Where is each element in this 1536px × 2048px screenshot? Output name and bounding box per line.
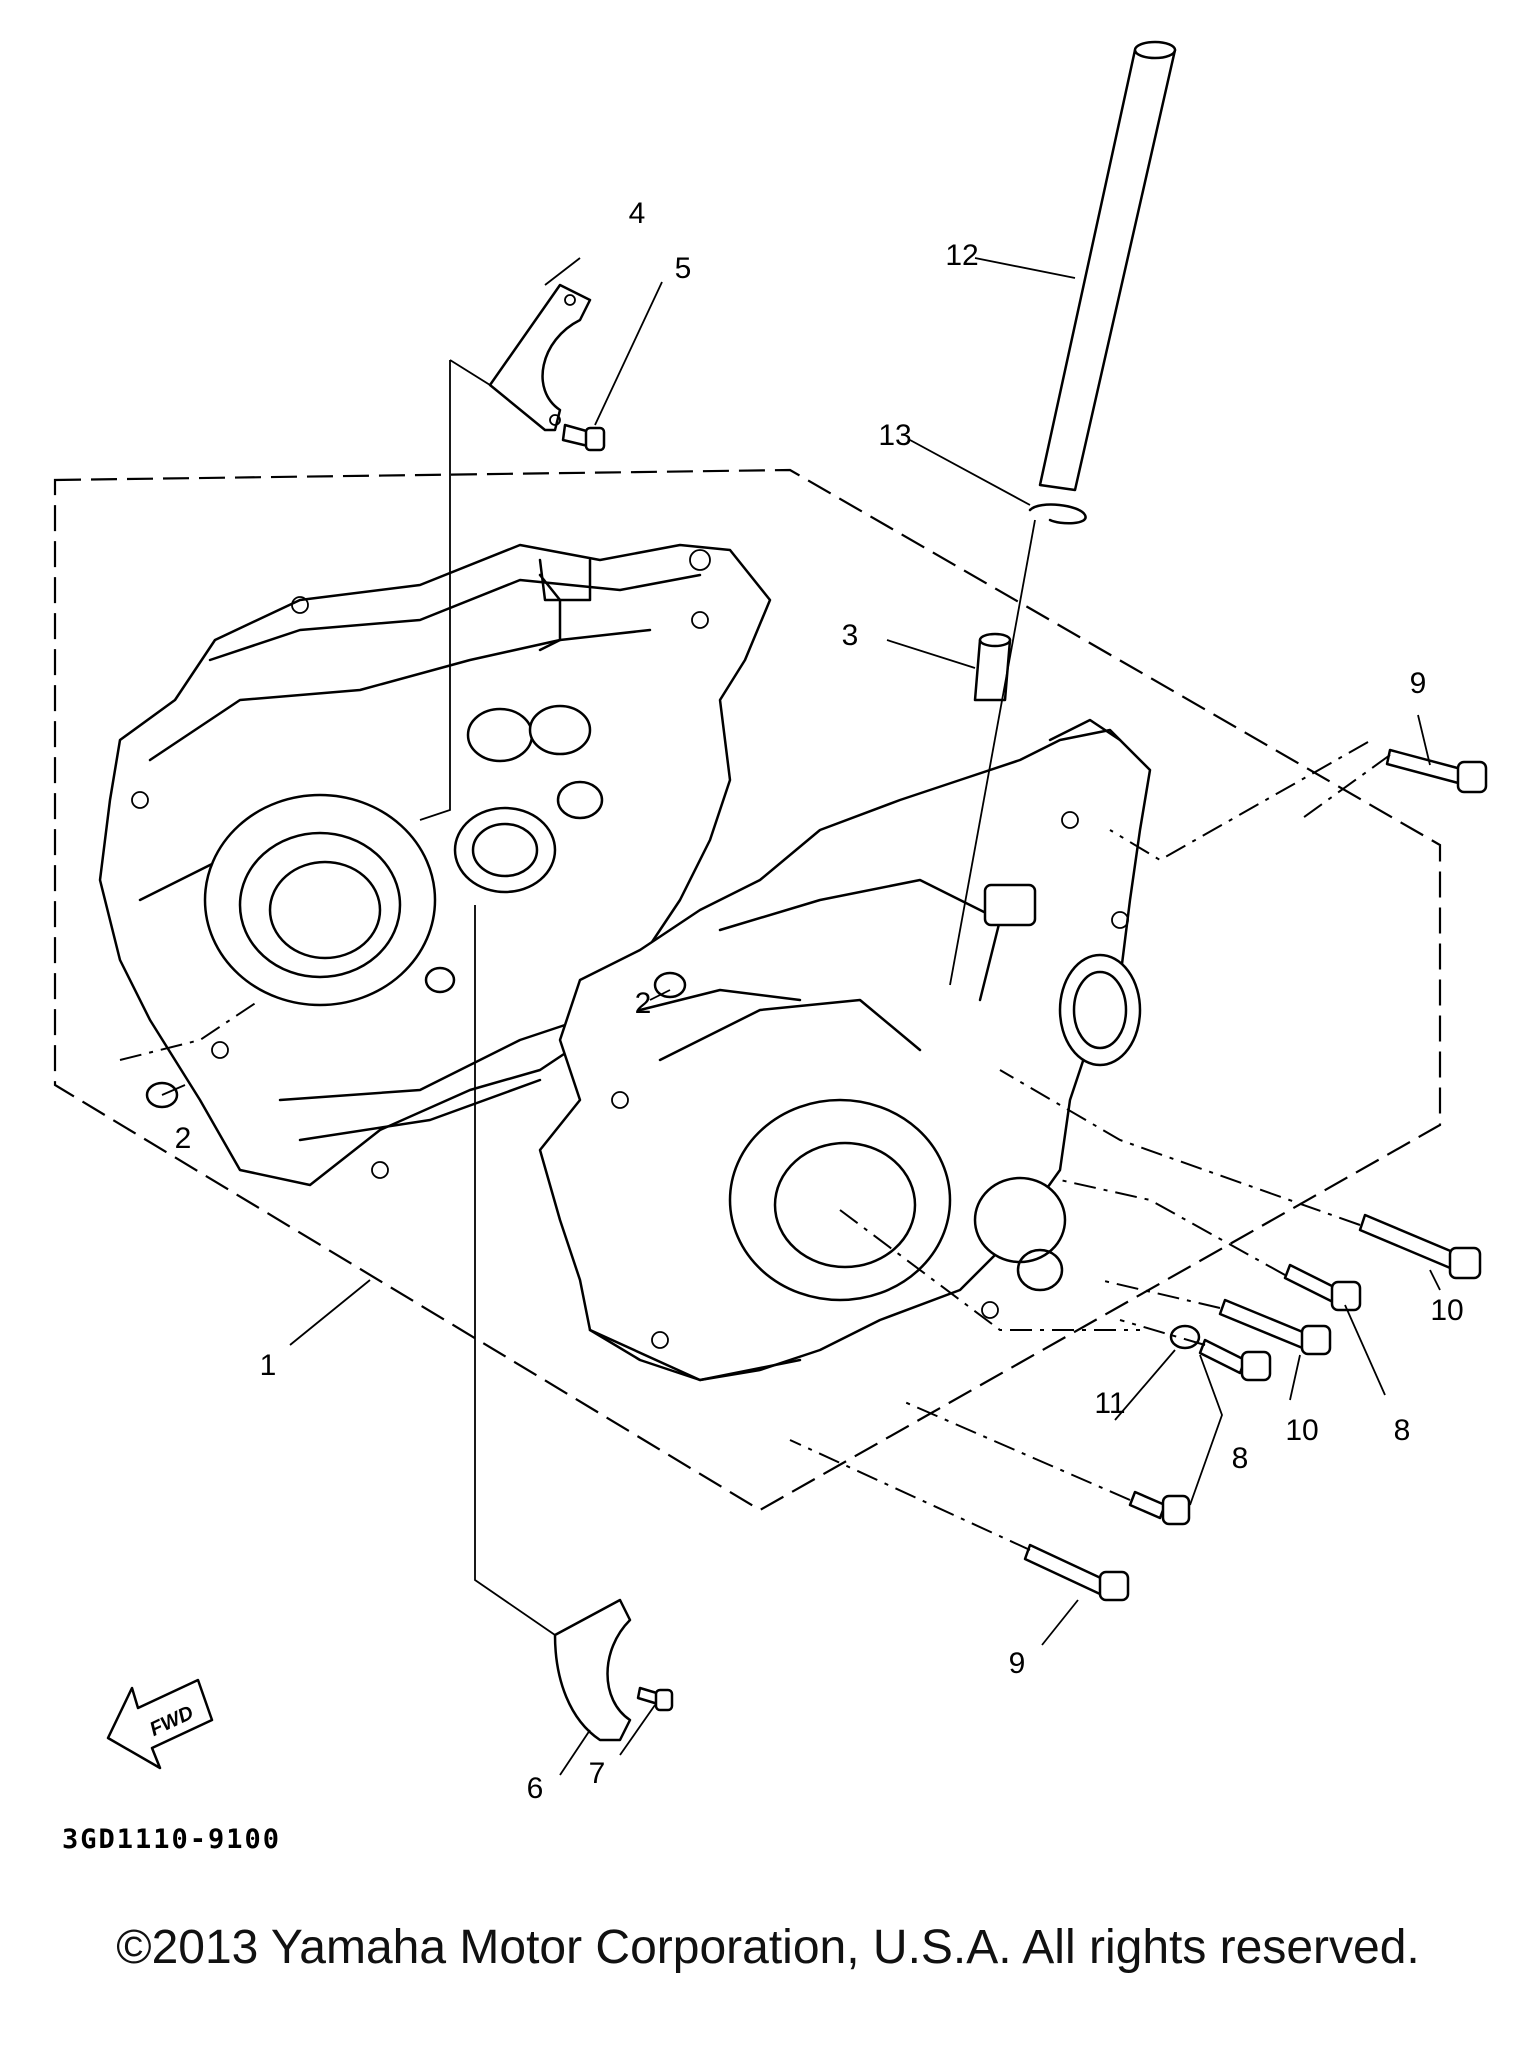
callout-2-center: 2 — [635, 987, 652, 1020]
part-7-screw — [636, 1686, 674, 1712]
forward-arrow-icon: FWD — [106, 1678, 214, 1770]
bolt-10-right — [1358, 1213, 1482, 1280]
bolt-8-upper — [1283, 1263, 1362, 1312]
callout-1: 1 — [260, 1349, 277, 1382]
bolt-9-lower — [1023, 1543, 1130, 1602]
callout-6: 6 — [527, 1772, 544, 1805]
part-11-washer — [1169, 1324, 1201, 1350]
leader-lines — [119, 257, 1441, 1776]
callout-7: 7 — [589, 1757, 606, 1790]
right-crankcase-half — [538, 718, 1152, 1382]
callout-9-lower: 9 — [1009, 1647, 1026, 1680]
callout-2-left: 2 — [175, 1122, 192, 1155]
bolt-10-middle — [1218, 1298, 1332, 1356]
callout-12: 12 — [945, 239, 978, 272]
assembly-boundary — [53, 468, 1442, 1512]
callout-3: 3 — [842, 619, 859, 652]
callout-5: 5 — [675, 252, 692, 285]
diagram-reference-code: 3GD1110-9100 — [62, 1824, 281, 1855]
bolt-9-upper — [1385, 748, 1488, 794]
part-2-dowel-center — [653, 971, 687, 999]
part-4-plate — [488, 283, 592, 432]
callout-8-middle: 8 — [1232, 1442, 1249, 1475]
callout-labels: 4 5 12 13 3 9 2 2 1 10 11 10 8 8 9 6 7 — [175, 197, 1464, 1805]
callout-11: 11 — [1094, 1387, 1125, 1420]
part-6-plate — [553, 1598, 632, 1742]
part-12-hose — [1038, 48, 1177, 492]
part-5-screw — [561, 423, 606, 452]
callout-9-upper: 9 — [1410, 667, 1427, 700]
callout-8-right: 8 — [1394, 1414, 1411, 1447]
callout-13: 13 — [878, 419, 911, 452]
bolt-8-lower — [1128, 1490, 1191, 1526]
callout-10-middle: 10 — [1285, 1414, 1318, 1447]
copyright-notice: ©2013 Yamaha Motor Corporation, U.S.A. A… — [116, 1921, 1420, 1974]
bolt-8-middle — [1198, 1338, 1272, 1382]
part-13-clip — [1028, 503, 1087, 525]
callout-10-right: 10 — [1430, 1294, 1463, 1327]
callout-4: 4 — [629, 197, 646, 230]
part-3-fitting — [973, 632, 1012, 702]
